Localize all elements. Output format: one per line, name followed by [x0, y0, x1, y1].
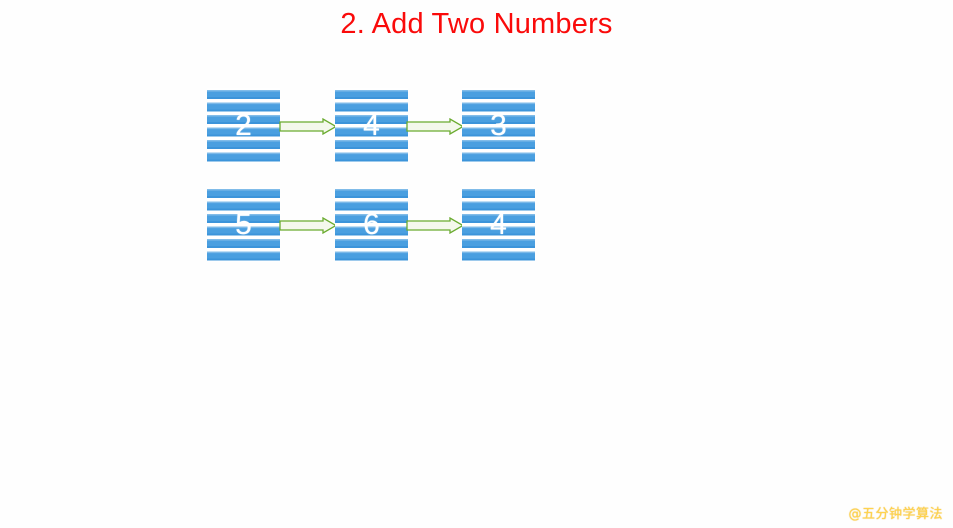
node-value: 2: [235, 108, 252, 142]
node-value: 4: [363, 108, 380, 142]
list-node: 6: [335, 187, 408, 262]
list-node: 3: [462, 88, 535, 163]
list-node: 4: [335, 88, 408, 163]
next-pointer-arrow-icon: [279, 118, 337, 135]
node-body: [207, 88, 280, 163]
node-value: 5: [235, 207, 252, 241]
node-value: 3: [490, 108, 507, 142]
node-value: 4: [490, 207, 507, 241]
next-pointer-arrow-icon: [279, 217, 337, 234]
node-body: [335, 88, 408, 163]
next-pointer-arrow-icon: [406, 217, 464, 234]
node-body: [207, 187, 280, 262]
list-node: 4: [462, 187, 535, 262]
node-body: [335, 187, 408, 262]
watermark-label: @五分钟学算法: [848, 507, 943, 522]
list-node: 5: [207, 187, 280, 262]
page-title: 2. Add Two Numbers: [340, 8, 613, 40]
next-pointer-arrow-icon: [406, 118, 464, 135]
node-value: 6: [363, 207, 380, 241]
list-node: 2: [207, 88, 280, 163]
node-body: [462, 187, 535, 262]
node-body: [462, 88, 535, 163]
